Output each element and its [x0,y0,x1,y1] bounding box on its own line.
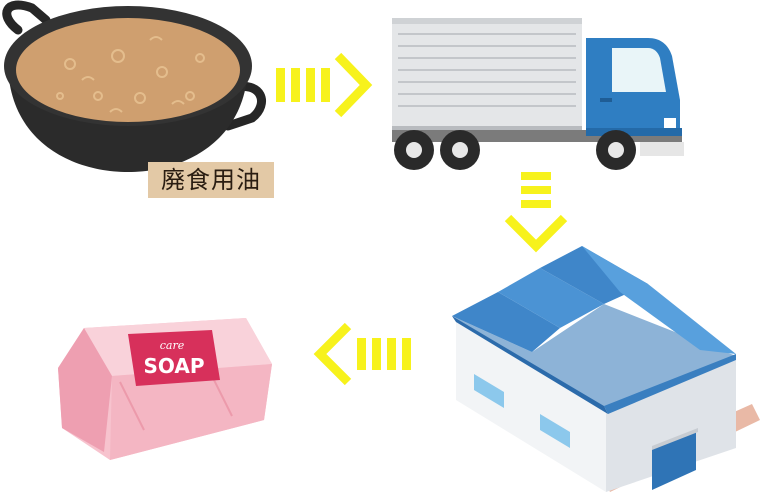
frying-pot-icon [2,0,266,172]
factory-icon [452,246,760,492]
soap-bar-icon: care SOAP [58,318,272,460]
soap-brand-main: SOAP [143,354,204,378]
soap-brand-top: care [160,339,185,352]
delivery-truck-icon [392,18,684,170]
arrow-left-icon [313,322,411,386]
waste-oil-label: 廃食用油 [148,162,274,198]
arrow-down-icon [504,172,568,253]
arrow-right-icon [276,52,373,118]
